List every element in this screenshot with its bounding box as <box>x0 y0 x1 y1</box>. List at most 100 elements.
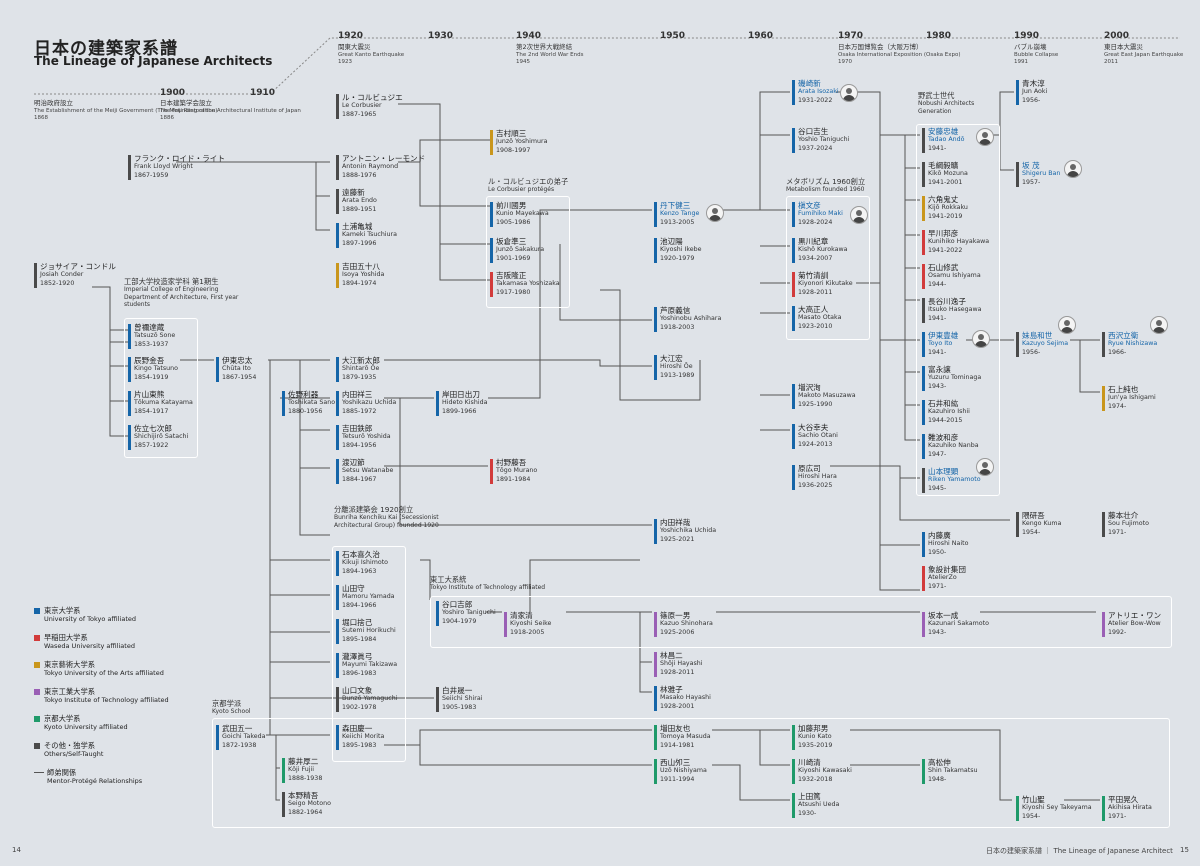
year-label: 1960 <box>748 31 774 41</box>
page-subtitle: The Lineage of Japanese Architects <box>34 54 273 68</box>
year-label: 1930 <box>428 31 454 41</box>
portrait-icon <box>706 204 724 222</box>
year-label: 1910 <box>250 88 276 98</box>
year-label: 1940 <box>516 31 542 41</box>
portrait-icon <box>976 458 994 476</box>
corbusier-protege-frame <box>486 196 570 308</box>
kyoto-school-frame <box>212 718 1170 828</box>
portrait-icon <box>976 128 994 146</box>
portrait-icon <box>1064 160 1082 178</box>
timeline-event: 日本万国博覧会（大阪万博）Osaka International Exposit… <box>838 43 961 66</box>
portrait-icon <box>1058 316 1076 334</box>
portrait-icon <box>840 84 858 102</box>
year-label: 2000 <box>1104 31 1130 41</box>
year-label: 1920 <box>338 31 364 41</box>
portrait-icon <box>1150 316 1168 334</box>
imperial-college-frame <box>124 318 198 458</box>
year-label: 1900 <box>160 88 186 98</box>
year-label: 1990 <box>1014 31 1040 41</box>
year-label: 1970 <box>838 31 864 41</box>
page-number-right: 15 <box>1180 846 1189 854</box>
metabolism-frame <box>786 196 870 340</box>
